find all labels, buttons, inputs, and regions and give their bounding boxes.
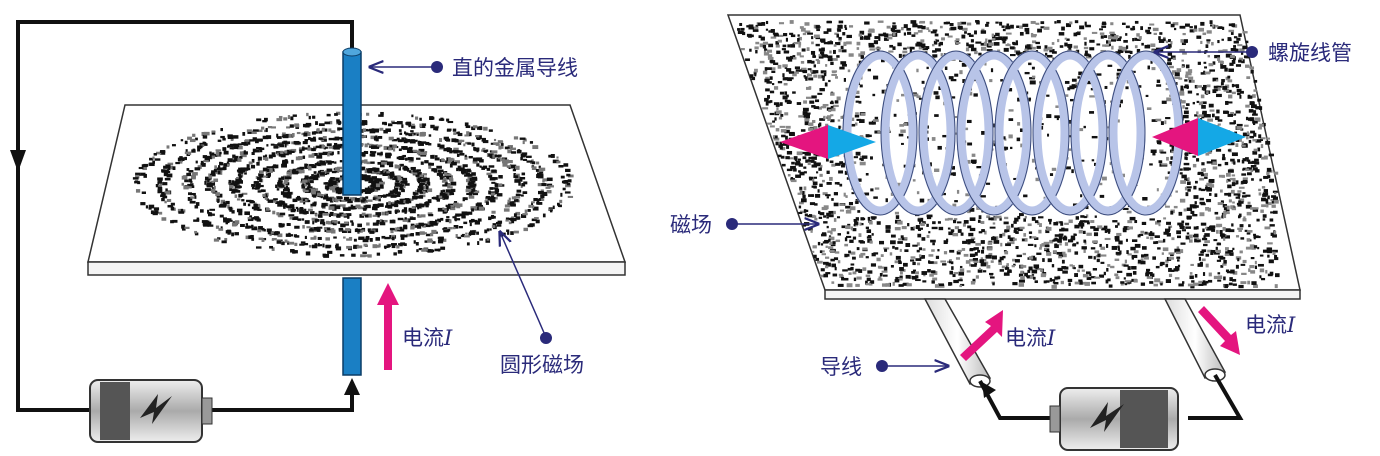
current-direction-arrow-icon (344, 378, 360, 395)
battery-icon (89, 379, 213, 443)
coil-turn (1032, 50, 1108, 216)
straight-wire-label: 直的金属导线 (452, 56, 578, 80)
current-direction-arrow-icon (10, 150, 26, 172)
current-label-right: 电流 (1245, 313, 1287, 337)
svg-text:电流I: 电流I (402, 326, 453, 350)
circuit-wire (16, 20, 354, 412)
metal-rod-lower (342, 277, 362, 376)
current-label-left: 电流 (1005, 326, 1047, 350)
battery-icon (1049, 387, 1179, 451)
coil-turn (994, 50, 1070, 216)
coil-turn (1070, 50, 1146, 216)
current-arrow-icon (1198, 306, 1240, 355)
magnet-needle-left (780, 125, 876, 159)
left-panel: 直的金属导线 电流I 圆形磁场 (10, 20, 627, 443)
right-panel: 电流I 电流I 螺旋线管 磁场 导线 (670, 14, 1352, 451)
plate-right (726, 14, 1301, 300)
solenoid-label: 螺旋线管 (1268, 41, 1352, 65)
coil-turn (994, 50, 1070, 216)
coil-turn (956, 50, 1032, 216)
current-direction-arrow-icon (982, 382, 996, 398)
coil-turn (1070, 50, 1146, 216)
magnet-needle-right (1152, 118, 1246, 156)
current-arrow-icon (960, 310, 1003, 361)
wire-label: 导线 (820, 355, 862, 379)
coil-turn (1032, 50, 1108, 216)
coil-turn (880, 50, 956, 216)
coil-turn (880, 50, 956, 216)
coil-turn (956, 50, 1032, 216)
circuit-wire-return (212, 382, 354, 412)
circular-field-label: 圆形磁场 (500, 353, 584, 377)
current-arrow-icon (377, 283, 399, 370)
metal-rod-upper (342, 51, 362, 196)
coil-turn (918, 50, 994, 216)
magnetic-field-label: 磁场 (670, 213, 712, 237)
circuit-wire-right (978, 380, 1056, 420)
coil-turn (918, 50, 994, 216)
current-label: 电流 (402, 326, 444, 350)
lead-wire-right (1163, 298, 1227, 382)
circuit-wire-right-return (1188, 373, 1244, 420)
current-symbol: I (443, 326, 453, 350)
